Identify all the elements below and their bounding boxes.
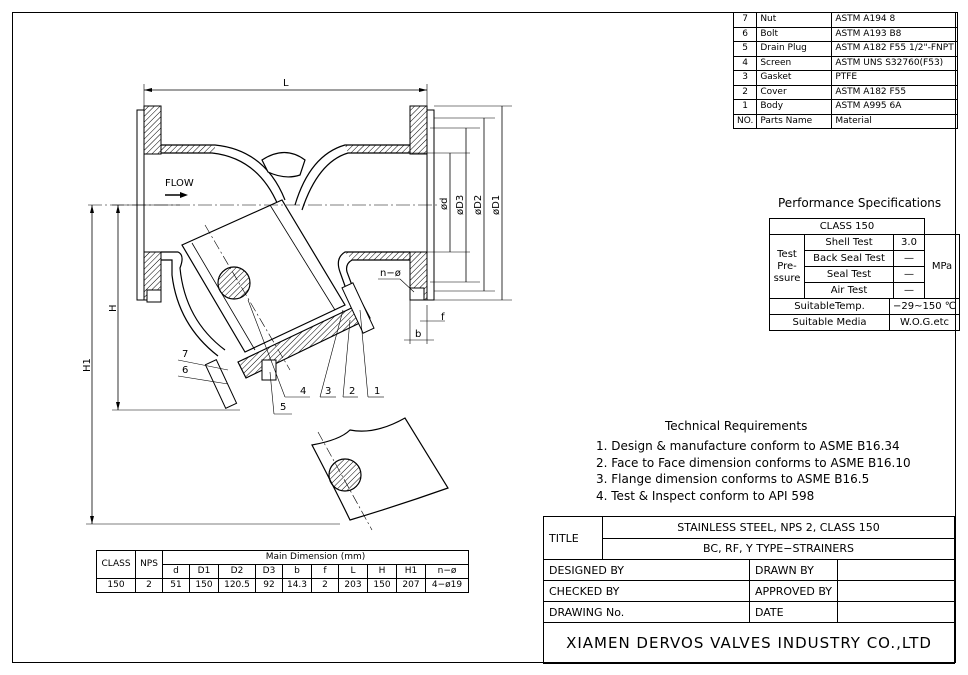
- list-item: 1. Design & manufacture conform to ASME …: [596, 439, 900, 453]
- title-line-1: STAINLESS STEEL, NPS 2, CLASS 150: [602, 516, 955, 539]
- table-row: 3 Gasket PTFE: [732, 70, 958, 86]
- callout-1: 1: [374, 386, 380, 397]
- table-row: 2 Cover ASTM A182 F55: [732, 84, 958, 100]
- label-b: b: [415, 329, 421, 340]
- title-label: TITLE: [543, 516, 603, 560]
- class-cell: CLASS 150: [769, 218, 925, 235]
- screen-section-detail: [311, 417, 449, 531]
- label-D1: øD1: [491, 195, 502, 215]
- main-dimension-header: Main Dimension (mm): [162, 550, 469, 565]
- designed-by-label: DESIGNED BY: [543, 559, 750, 581]
- flange-detail-labels: n−ø f b: [378, 268, 445, 344]
- callout-4: 4: [300, 386, 306, 397]
- unit-cell: MPa: [923, 234, 960, 299]
- label-flow: FLOW: [165, 178, 194, 189]
- label-D2: øD2: [473, 195, 484, 215]
- callouts: 1 2 3 4 5 6 7: [177, 299, 384, 415]
- parts-list-table: 7 Nut ASTM A194 8 6 Bolt ASTM A193 B8 5 …: [732, 12, 958, 129]
- dimension-H: H: [108, 204, 240, 411]
- right-flange: [409, 105, 435, 301]
- table-row: 4 Screen ASTM UNS S32760(F53): [732, 55, 958, 71]
- drawing-no-label: DRAWING No.: [543, 601, 750, 623]
- approved-by-label: APPROVED BY: [748, 580, 839, 602]
- table-row: 5 Drain Plug ASTM A182 F55 1/2"-FNPT: [732, 41, 958, 57]
- performance-title: Performance Specifications: [778, 196, 942, 210]
- table-row: 7 Nut ASTM A194 8: [732, 12, 958, 28]
- label-H1: H1: [82, 358, 93, 372]
- dimension-H1: H1: [82, 205, 340, 525]
- list-item: 2. Face to Face dimension conforms to AS…: [596, 455, 911, 470]
- label-H: H: [108, 304, 119, 312]
- table-row: 150 2 51 150 120.5 92 14.3 2 203 150 207…: [96, 578, 469, 593]
- label-f: f: [441, 312, 445, 323]
- body-shell: [161, 144, 410, 357]
- left-flange: [136, 105, 162, 303]
- label-d: ød: [439, 198, 450, 210]
- label-n-phi: n−ø: [380, 268, 401, 279]
- diameter-dimensions: ød øD3 øD2 øD1: [405, 105, 512, 301]
- label-D3: øD3: [455, 195, 466, 215]
- bolts: [204, 282, 375, 409]
- callout-5: 5: [280, 402, 286, 413]
- table-header-row: d D1 D2 D3 b f L H H1 n−ø: [97, 564, 469, 579]
- drawn-by-label: DRAWN BY: [748, 559, 839, 581]
- technical-requirements-list: 1. Design & manufacture conform to ASME …: [596, 438, 911, 504]
- table-row: 1 Body ASTM A995 6A: [732, 99, 958, 115]
- checked-by-label: CHECKED BY: [543, 580, 750, 602]
- callout-3: 3: [325, 386, 331, 397]
- list-item: 4. Test & Inspect conform to API 598: [596, 488, 815, 503]
- label-L: L: [283, 78, 289, 89]
- table-header-row: NO. Parts Name Material: [732, 113, 958, 129]
- screen-cylinder: [181, 199, 346, 371]
- list-item: 3. Flange dimension conforms to ASME B16…: [596, 472, 870, 486]
- cover-plate: [237, 302, 371, 379]
- date-label: DATE: [748, 601, 839, 623]
- drawing-frame: [12, 12, 956, 663]
- title-line-2: BC, RF, Y TYPE−STRAINERS: [602, 537, 955, 560]
- flow-arrow: FLOW: [165, 178, 194, 198]
- company-name: XIAMEN DERVOS VALVES INDUSTRY CO.,LTD: [543, 622, 955, 664]
- callout-6: 6: [182, 365, 188, 376]
- technical-title: Technical Requirements: [665, 419, 808, 433]
- test-pressure-label: Test Pre- ssure: [769, 234, 805, 299]
- callout-7: 7: [182, 349, 188, 360]
- performance-table: CLASS 150 Test Pre- ssure Shell Test 3.0…: [769, 218, 960, 331]
- title-block: TITLE STAINLESS STEEL, NPS 2, CLASS 150 …: [543, 516, 955, 664]
- callout-2: 2: [349, 386, 355, 397]
- table-row: 6 Bolt ASTM A193 B8: [732, 26, 958, 42]
- dimension-L: L: [143, 78, 428, 110]
- main-dimension-table: CLASS NPS Main Dimension (mm) d D1 D2 D3…: [96, 550, 469, 593]
